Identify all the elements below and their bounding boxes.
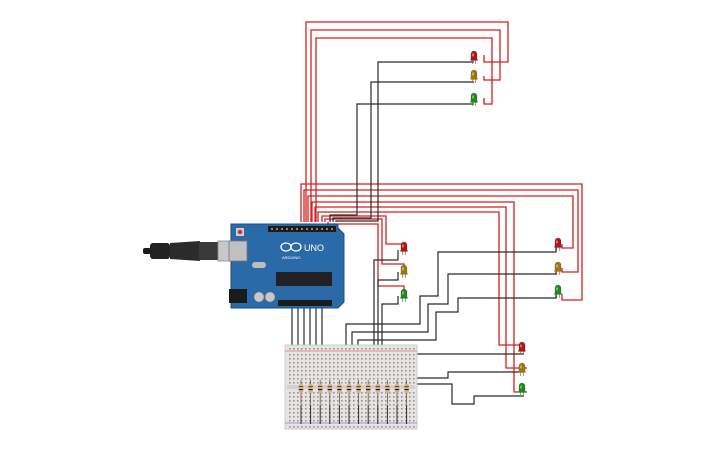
power-wire — [303, 189, 579, 273]
resistor — [394, 380, 400, 424]
power-header — [278, 300, 332, 306]
resistor — [346, 380, 352, 424]
power-wire — [321, 215, 404, 245]
yellow-led[interactable] — [400, 264, 408, 278]
signal-wire — [377, 272, 399, 352]
red-led[interactable] — [554, 237, 562, 251]
power-wire — [311, 201, 527, 393]
resistor — [366, 380, 371, 424]
signal-wire — [357, 294, 557, 352]
power-jack — [229, 289, 247, 303]
power-wire — [314, 206, 527, 369]
brand-label: ARDUINO — [282, 255, 300, 260]
resistor — [385, 380, 390, 424]
power-wire — [315, 37, 493, 222]
signal-wire — [412, 383, 524, 405]
signal-wire — [410, 371, 524, 379]
resistor — [318, 380, 323, 424]
signal-wire — [381, 296, 399, 352]
resistor — [404, 380, 409, 424]
signal-wire — [329, 103, 474, 222]
usb-port — [228, 240, 248, 262]
resistors — [298, 380, 409, 424]
capacitor — [264, 291, 276, 303]
yellow-led[interactable] — [470, 69, 478, 83]
microcontroller-chip — [276, 272, 332, 286]
arduino-board[interactable]: UNO ARDUINO — [228, 223, 345, 309]
traffic-light[interactable] — [518, 341, 526, 396]
power-wire — [310, 29, 501, 222]
usb-cable — [143, 240, 237, 262]
traffic-lights — [400, 50, 562, 396]
red-led[interactable] — [470, 50, 478, 64]
header-pins — [271, 228, 333, 230]
power-wire — [300, 183, 583, 301]
uno-label: UNO — [304, 243, 324, 253]
power-wires — [300, 21, 583, 393]
green-led[interactable] — [470, 92, 478, 106]
resistor — [375, 380, 380, 424]
yellow-led[interactable] — [554, 261, 562, 275]
resistor — [308, 380, 313, 424]
signal-wire — [332, 81, 474, 222]
power-wire — [307, 195, 574, 249]
signal-wire — [373, 250, 399, 352]
resistor — [327, 380, 332, 424]
power-wire — [324, 218, 405, 268]
signal-wire — [351, 270, 557, 352]
traffic-light[interactable] — [470, 50, 478, 106]
traffic-light[interactable] — [554, 237, 562, 298]
capacitor — [253, 291, 265, 303]
red-led[interactable] — [400, 241, 408, 255]
signal-wire — [335, 61, 474, 222]
green-led[interactable] — [554, 284, 562, 298]
traffic-light[interactable] — [400, 241, 408, 302]
red-led[interactable] — [518, 341, 526, 355]
yellow-led[interactable] — [518, 362, 526, 376]
crystal — [252, 262, 266, 268]
signal-wire — [345, 246, 557, 352]
green-led[interactable] — [400, 288, 408, 302]
power-wire — [317, 211, 522, 346]
arduino-logo — [280, 242, 302, 252]
resistor — [337, 380, 342, 424]
power-wire — [305, 21, 509, 222]
resistor — [298, 380, 304, 424]
green-led[interactable] — [518, 382, 526, 396]
resistor — [356, 380, 361, 424]
